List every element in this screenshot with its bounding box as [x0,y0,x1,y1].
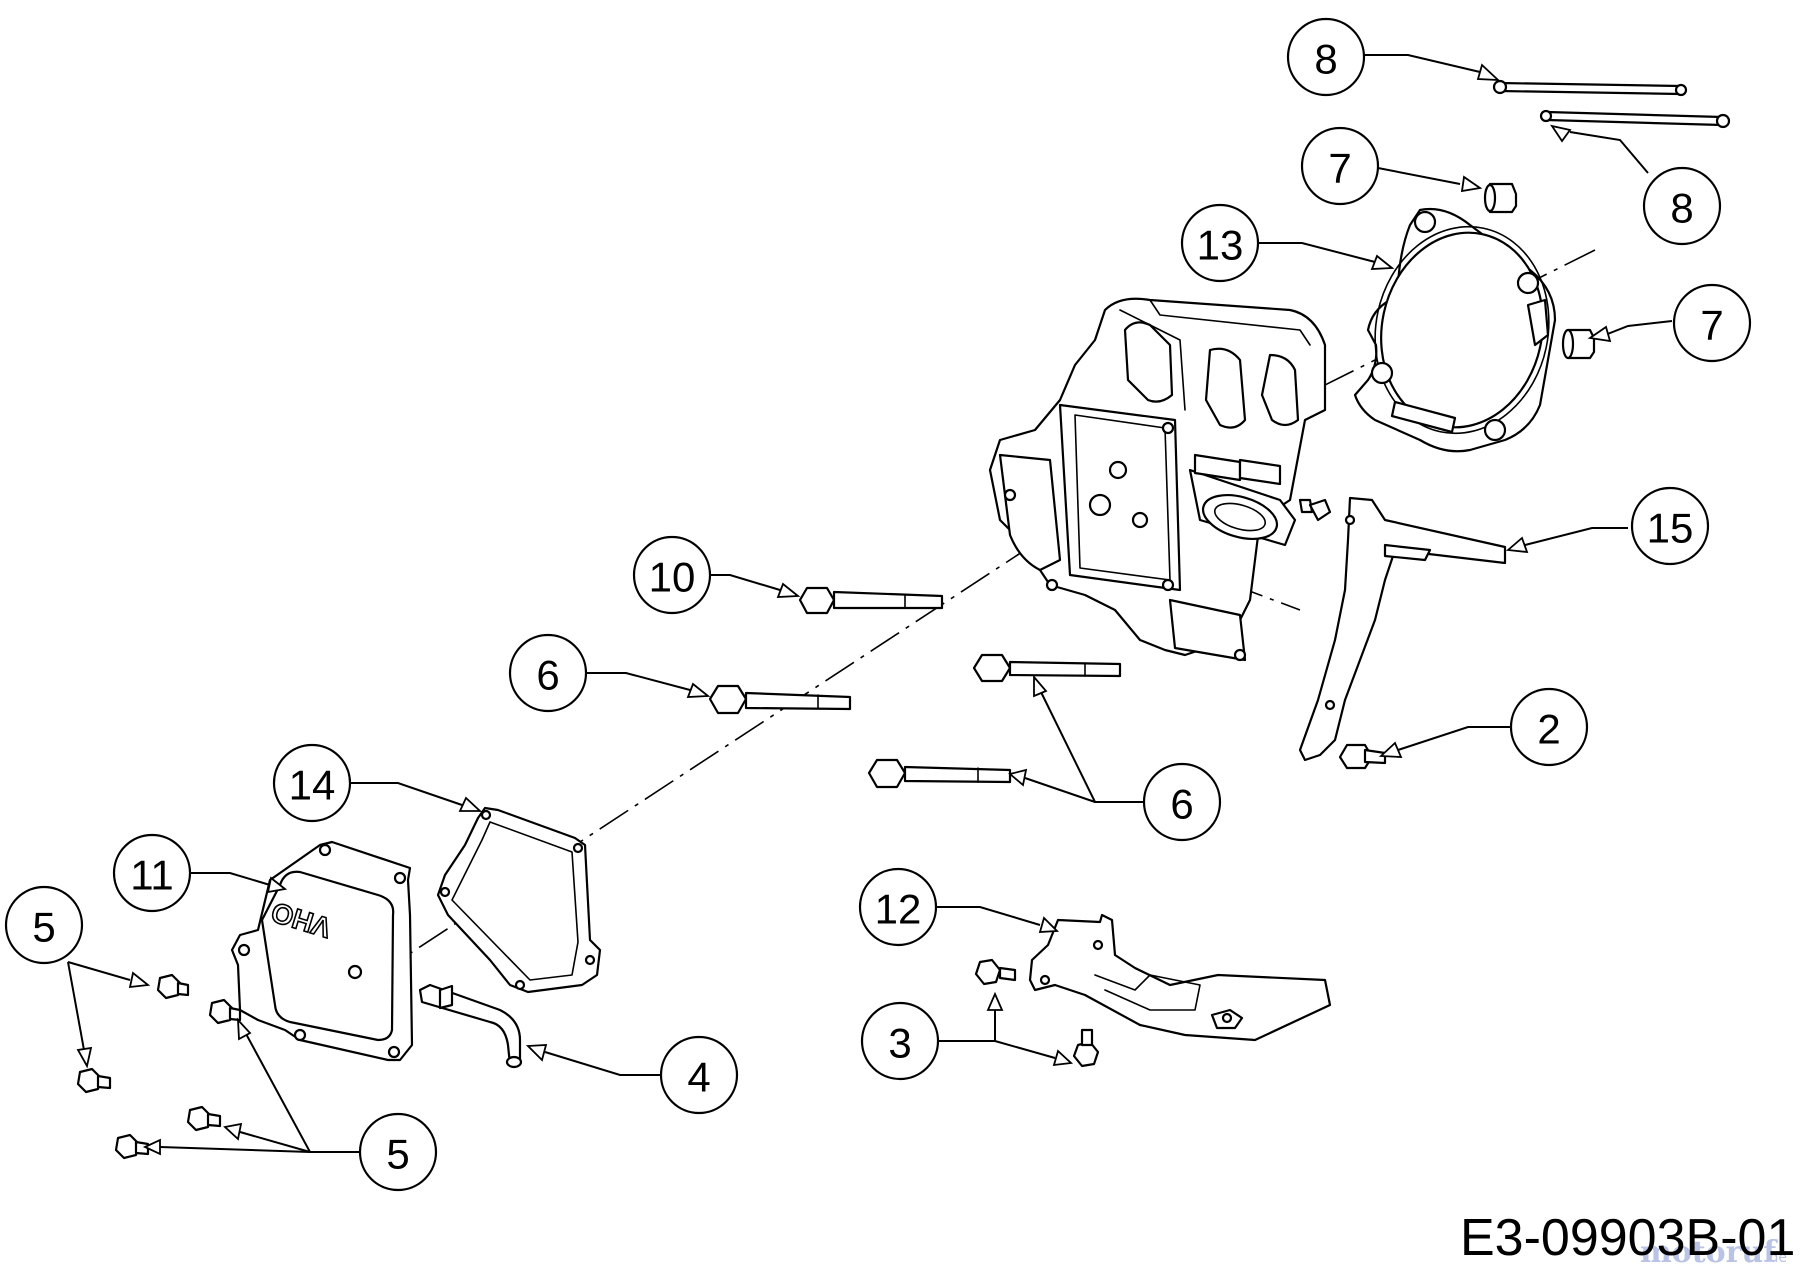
callout-13: 13 [1180,203,1260,283]
svg-text:13: 13 [1197,222,1244,269]
shield-screws [974,958,1100,1068]
svg-text:5: 5 [32,904,55,951]
svg-text:8: 8 [1314,36,1337,83]
heat-shield [1028,913,1332,1042]
callout-7-right: 7 [1672,283,1752,363]
watermark: motoruf [1640,1235,1778,1270]
valve-cover: OHV [230,840,414,1062]
valve-cover-gasket [436,806,602,994]
cylinder-head-gasket [1353,207,1557,453]
svg-text:11: 11 [130,852,174,899]
svg-text:8: 8 [1670,185,1693,232]
callout-8-right: 8 [1642,166,1722,246]
callout-8-top: 8 [1286,17,1366,97]
svg-text:4: 4 [687,1054,710,1101]
document-code: E3-09903B-01 [1460,1209,1795,1267]
callout-5-left: 5 [4,885,84,965]
push-rods [1492,79,1731,129]
svg-text:15: 15 [1647,505,1694,552]
dowel-pins [1483,182,1596,360]
svg-text:12: 12 [875,886,922,933]
callout-10: 10 [632,535,712,615]
callout-6-left: 6 [508,633,588,713]
callout-4: 4 [659,1035,739,1115]
svg-text:7: 7 [1700,302,1723,349]
callout-7-top: 7 [1300,126,1380,206]
callout-6-right: 6 [1142,762,1222,842]
svg-text:7: 7 [1328,145,1351,192]
callout-11: 11 [112,833,192,913]
callout-3: 3 [860,1001,940,1081]
svg-text:10: 10 [649,554,696,601]
svg-text:3: 3 [888,1020,911,1067]
head-bolt-long [798,586,944,615]
callout-14: 14 [272,743,352,823]
support-bracket [1298,496,1507,762]
cylinder-head [988,297,1327,662]
head-bolts [708,653,1122,789]
callout-5-bottom: 5 [358,1112,438,1192]
svg-text:14: 14 [289,762,336,809]
callout-12: 12 [858,867,938,947]
svg-text:6: 6 [536,652,559,699]
leader-lines [67,54,1673,1156]
bracket-bolt [1338,743,1387,770]
svg-text:5: 5 [386,1131,409,1178]
watermark-suffix: .de [1765,1250,1787,1266]
callout-2: 2 [1509,687,1589,767]
svg-text:6: 6 [1170,781,1193,828]
cover-bolts [76,973,242,1160]
svg-text:2: 2 [1537,706,1560,753]
breather-tube [418,983,523,1069]
callout-15: 15 [1630,486,1710,566]
